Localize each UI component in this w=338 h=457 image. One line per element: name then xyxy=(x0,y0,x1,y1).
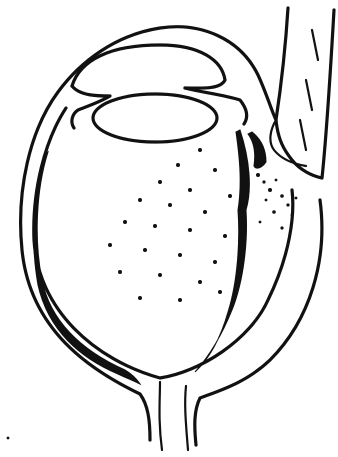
instrument-hatch-1 xyxy=(312,30,318,60)
outer-sclera-outline xyxy=(21,27,276,440)
outer-sclera-right xyxy=(195,200,322,445)
iris-left xyxy=(72,86,110,128)
optic-nerve-right xyxy=(185,386,188,450)
stray-mark xyxy=(7,437,10,440)
retina-band-left xyxy=(34,152,140,384)
instrument-hatch-3 xyxy=(300,120,306,150)
lens xyxy=(93,94,217,142)
instrument-shaft xyxy=(276,8,334,178)
cornea-outline xyxy=(72,45,225,88)
instrument-hatch-2 xyxy=(306,80,312,110)
vitreous-dots xyxy=(108,148,242,302)
optic-nerve-left xyxy=(160,382,163,450)
retina-band-upper-right xyxy=(248,132,266,168)
